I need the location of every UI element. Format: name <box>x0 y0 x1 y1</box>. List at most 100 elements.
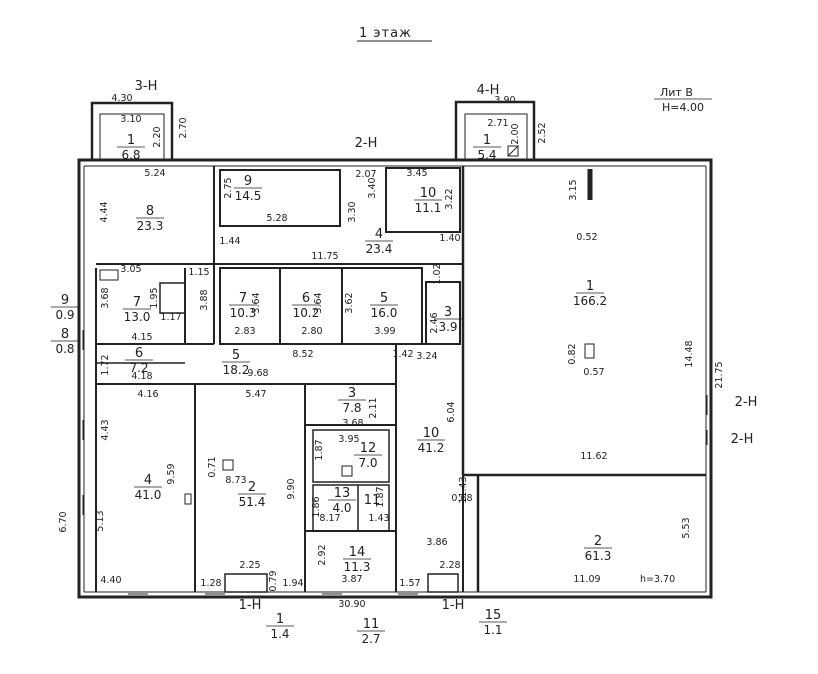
dimension-label: 6.04 <box>446 401 457 422</box>
dimension-label: 6.70 <box>58 511 69 532</box>
dimension-label: 1.28 <box>200 578 221 589</box>
room-number: 7 <box>239 291 247 306</box>
dimension-label: 3.95 <box>338 434 359 445</box>
room-number: 4 <box>144 473 152 488</box>
room-number: 4 <box>375 227 383 242</box>
dimension-label: 11.09 <box>573 574 600 585</box>
dimension-label: 1.95 <box>149 287 160 308</box>
dimension-label: 2.52 <box>537 122 548 143</box>
dimension-label: 3.62 <box>344 292 355 313</box>
room-area: 10.3 <box>230 306 257 320</box>
dimension-label: 4.30 <box>111 93 132 104</box>
dimension-label: 2.25 <box>239 560 260 571</box>
dimension-label: 9.90 <box>286 478 297 499</box>
dimension-label: 0.52 <box>576 232 597 243</box>
room-number: 6 <box>302 291 310 306</box>
ceiling-note: h=3.70 <box>640 574 675 585</box>
dimension-label: 2.92 <box>317 544 328 565</box>
dimension-label: 8.52 <box>292 349 313 360</box>
room-number: 5 <box>380 291 388 306</box>
dimension-label: 2.83 <box>234 326 255 337</box>
dimension-label: 4.40 <box>100 575 121 586</box>
dimension-label: 3.87 <box>341 574 362 585</box>
dimension-label: 5.13 <box>95 510 106 531</box>
room-area: 51.4 <box>239 495 266 509</box>
room-number: 11 <box>364 493 381 508</box>
room-area: 7.2 <box>129 361 148 375</box>
dimension-label: 4.16 <box>137 389 158 400</box>
dimension-label: 2.71 <box>487 118 508 129</box>
room-number: 1 <box>127 133 135 148</box>
entrance-label: 1-Н <box>239 598 262 613</box>
dimension-label: 4.44 <box>99 201 110 222</box>
room-number: 2 <box>594 534 602 549</box>
room-area: 6.8 <box>121 148 140 162</box>
dimension-label: 1.57 <box>399 578 420 589</box>
room-area: 5.4 <box>477 148 496 162</box>
room-number: 6 <box>135 346 143 361</box>
room-area: 0.9 <box>55 308 74 322</box>
dimension-label: 5.47 <box>245 389 266 400</box>
entrance-label: 2-Н <box>735 395 758 410</box>
room-area: 16.0 <box>371 306 398 320</box>
room-number: 11 <box>363 617 380 632</box>
dimension-label: 1.40 <box>439 233 460 244</box>
dimension-label: 2.28 <box>439 560 460 571</box>
dimension-label: 1.94 <box>282 578 303 589</box>
dimension-label: 4.43 <box>100 419 111 440</box>
room-number: 3 <box>444 305 452 320</box>
room-number: 8 <box>146 204 154 219</box>
dimension-label: 0.57 <box>583 367 604 378</box>
dimension-label: 1.86 <box>311 496 322 517</box>
walls <box>77 100 713 599</box>
room-number: 9 <box>61 293 69 308</box>
dimension-label: 1.15 <box>188 267 209 278</box>
room-number: 5 <box>232 348 240 363</box>
floor-title: 1 этаж <box>359 26 412 41</box>
dimension-label: 3.05 <box>120 264 141 275</box>
dimension-label: 3.10 <box>120 114 141 125</box>
dimension-label: 1.87 <box>375 486 386 507</box>
litera-height: Н=4.00 <box>662 101 704 114</box>
dimension-label: 2.46 <box>429 312 440 333</box>
room-area: 7.8 <box>342 401 361 415</box>
dimension-label: 3.99 <box>374 326 395 337</box>
room-number: 1 <box>483 133 491 148</box>
dimension-label: 1.72 <box>100 354 111 375</box>
entrance-label: 3-Н <box>135 79 158 94</box>
dimension-label: 14.48 <box>684 340 695 367</box>
room-area: 0.8 <box>55 342 74 356</box>
dimension-label: 2.70 <box>178 117 189 138</box>
dimension-label: 3.68 <box>100 287 111 308</box>
dimension-label: 5.28 <box>266 213 287 224</box>
room-area: 1.4 <box>270 627 289 641</box>
room-number: 1 <box>586 279 594 294</box>
dimension-label: 2.75 <box>223 177 234 198</box>
room-area: 4.0 <box>332 501 351 515</box>
room-number: 1 <box>276 612 284 627</box>
room-area: 11.3 <box>344 560 371 574</box>
room-area: 18.2 <box>223 363 250 377</box>
dimension-label: 9.68 <box>247 368 268 379</box>
entrance-label: 2-Н <box>355 136 378 151</box>
room-area: 7.0 <box>358 456 377 470</box>
room-area: 23.3 <box>137 219 164 233</box>
dimension-label: 3.64 <box>313 292 324 313</box>
room-number: 15 <box>485 608 502 623</box>
room-number: 3 <box>348 386 356 401</box>
dimension-label: 1.87 <box>314 439 325 460</box>
dimension-label: 0.71 <box>207 456 218 477</box>
room-number: 8 <box>61 327 69 342</box>
entrance-label: 4-Н <box>477 83 500 98</box>
dimension-label: 5.53 <box>681 517 692 538</box>
dimension-label: 3.45 <box>406 168 427 179</box>
dimension-label: 1.17 <box>160 312 181 323</box>
dimension-label: 3.90 <box>494 95 515 106</box>
dimension-label: 30.90 <box>338 599 365 610</box>
room-area: 13.0 <box>124 310 151 324</box>
room-area: 14.5 <box>235 189 262 203</box>
room-area: 2.7 <box>361 632 380 646</box>
dimension-label: 3.22 <box>444 188 455 209</box>
dimension-label: 5.24 <box>144 168 165 179</box>
dimension-label: 3.40 <box>367 177 378 198</box>
